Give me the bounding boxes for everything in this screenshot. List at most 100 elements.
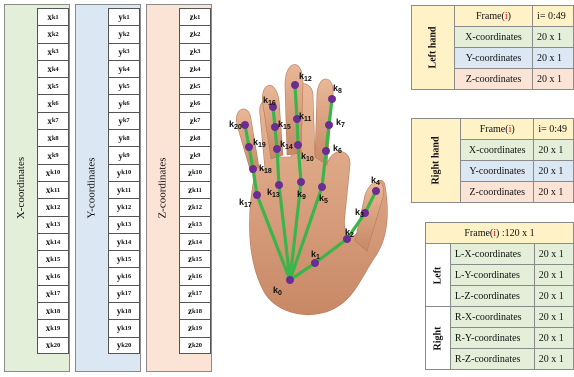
y-coordinates-cells: yk1yk2yk3yk4yk5yk6yk7yk8yk9yk10yk11yk12y… (108, 8, 140, 354)
right-hand-row-size: 20 x 1 (534, 161, 574, 182)
hand-silhouette (236, 64, 387, 314)
z-coordinate-cell: zk18 (179, 302, 211, 319)
y-coordinate-cell: yk7 (108, 112, 140, 129)
hand-keypoint-diagram: k0k1k2k3k4k5k6k7k8k9k10k11k12k13k14k15k1… (215, 45, 405, 335)
y-coordinate-cell: yk19 (108, 319, 140, 336)
y-coordinate-cell: yk13 (108, 216, 140, 233)
keypoint-k13 (275, 181, 283, 189)
right-group-cell: Right (426, 307, 451, 370)
z-coordinate-subscript: k12 (192, 204, 202, 211)
z-coordinate-cell: zk8 (179, 129, 211, 146)
y-coordinate-subscript: k17 (121, 290, 131, 297)
y-coordinate-subscript: k1 (123, 14, 130, 21)
z-coordinate-cell: zk15 (179, 250, 211, 267)
z-coordinate-subscript: k15 (192, 256, 202, 263)
y-coordinate-subscript: k8 (123, 135, 130, 142)
x-coordinate-cell: xk12 (37, 198, 69, 215)
y-coordinate-cell: yk6 (108, 94, 140, 111)
x-coordinate-subscript: k18 (50, 308, 60, 315)
z-coordinate-subscript: k9 (194, 152, 201, 159)
x-coordinate-cell: xk14 (37, 233, 69, 250)
left-hand-side-cell: Left hand (412, 6, 455, 90)
frame-feature-row-size: 20 x 1 (534, 349, 573, 370)
y-coordinate-cell: yk14 (108, 233, 140, 250)
x-coordinate-cell: xk18 (37, 302, 69, 319)
x-coordinate-subscript: k7 (52, 117, 59, 124)
y-coordinate-subscript: k3 (123, 48, 130, 55)
z-coordinate-subscript: k11 (192, 187, 202, 194)
frame-title-suffix: ) :120 x 1 (496, 228, 535, 239)
left-hand-row-size: 20 x 1 (533, 48, 574, 69)
left-hand-label: Left hand (427, 27, 438, 69)
frame-feature-header: Frame(i) :120 x 1 (426, 223, 574, 244)
frame-suffix: ) (508, 11, 511, 22)
y-coordinate-cell: yk9 (108, 146, 140, 163)
z-coordinate-cell: zk1 (179, 8, 211, 25)
x-coordinate-cell: xk5 (37, 77, 69, 94)
frame-feature-row-size: 20 x 1 (534, 328, 573, 349)
left-hand-row-size: 20 x 1 (533, 69, 574, 90)
keypoint-k0 (286, 276, 294, 284)
frame-feature-row-size: 20 x 1 (534, 307, 573, 328)
x-coordinate-cell: xk3 (37, 43, 69, 60)
frame-feature-row: Right R-X-coordinates 20 x 1 (426, 307, 574, 328)
x-coordinate-subscript: k10 (50, 169, 60, 176)
right-hand-frame-header: Frame(i) (461, 119, 534, 140)
keypoint-k5 (318, 183, 326, 191)
z-coordinate-cell: zk16 (179, 267, 211, 284)
y-coordinate-subscript: k5 (123, 83, 130, 90)
z-coordinate-subscript: k3 (194, 48, 201, 55)
z-coordinate-cell: zk17 (179, 285, 211, 302)
z-coordinate-subscript: k20 (192, 342, 202, 349)
x-coordinate-subscript: k4 (52, 66, 59, 73)
y-coordinate-cell: yk17 (108, 285, 140, 302)
x-coordinate-cell: xk20 (37, 337, 69, 354)
x-coordinate-cell: xk10 (37, 164, 69, 181)
keypoint-k9 (297, 178, 305, 186)
frame-feature-row-label: L-Y-coordinates (450, 265, 534, 286)
x-coordinate-cell: xk11 (37, 181, 69, 198)
keypoint-k8 (328, 95, 336, 103)
y-coordinate-cell: yk2 (108, 25, 140, 42)
z-coordinate-subscript: k19 (192, 325, 202, 332)
frame-feature-row-size: 20 x 1 (534, 244, 573, 265)
x-coordinate-subscript: k14 (50, 239, 60, 246)
z-coordinate-subscript: k6 (194, 100, 201, 107)
z-coordinates-column: Z-coordinates zk1zk2zk3zk4zk5zk6zk7zk8zk… (146, 4, 212, 372)
z-coordinate-cell: zk9 (179, 146, 211, 163)
keypoint-label-k17: k17 (239, 197, 252, 209)
left-hand-table: Left hand Frame(i) i= 0:49 X-coordinates… (411, 5, 574, 90)
z-coordinate-cell: zk2 (179, 25, 211, 42)
right-hand-row-size: 20 x 1 (534, 140, 574, 161)
frame-suffix: ) (511, 124, 514, 135)
y-coordinate-subscript: k7 (123, 117, 130, 124)
right-hand-table: Right hand Frame(i) i= 0:49 X-coordinate… (411, 118, 574, 203)
y-coordinate-subscript: k16 (121, 273, 131, 280)
frame-title-prefix: Frame( (464, 228, 493, 239)
z-coordinate-subscript: k4 (194, 66, 201, 73)
y-coordinate-subscript: k12 (121, 204, 131, 211)
keypoint-label-k7: k7 (336, 117, 345, 129)
z-coordinates-title: Z-coordinates (157, 157, 169, 218)
right-hand-row-label: Y-coordinates (461, 161, 534, 182)
frame-feature-row-label: R-Z-coordinates (450, 349, 534, 370)
right-hand-row-size: 20 x 1 (534, 182, 574, 203)
z-coordinate-subscript: k2 (194, 31, 201, 38)
frame-feature-row-size: 20 x 1 (534, 286, 573, 307)
x-coordinate-subscript: k8 (52, 135, 59, 142)
z-coordinate-subscript: k13 (192, 221, 202, 228)
z-coordinate-subscript: k7 (194, 117, 201, 124)
skeleton-bone (277, 149, 279, 185)
x-coordinate-cell: xk6 (37, 94, 69, 111)
y-coordinate-subscript: k18 (121, 308, 131, 315)
left-hand-row-label: X-coordinates (454, 27, 532, 48)
y-coordinates-title: Y-coordinates (86, 157, 98, 218)
y-coordinate-subscript: k19 (121, 325, 131, 332)
x-coordinates-label-area: X-coordinates (5, 5, 37, 371)
y-coordinate-cell: yk3 (108, 43, 140, 60)
z-coordinate-cell: zk13 (179, 216, 211, 233)
frame-prefix: Frame( (480, 124, 509, 135)
x-coordinate-cell: xk16 (37, 267, 69, 284)
keypoint-k18 (249, 165, 257, 173)
z-coordinate-cell: zk19 (179, 319, 211, 336)
